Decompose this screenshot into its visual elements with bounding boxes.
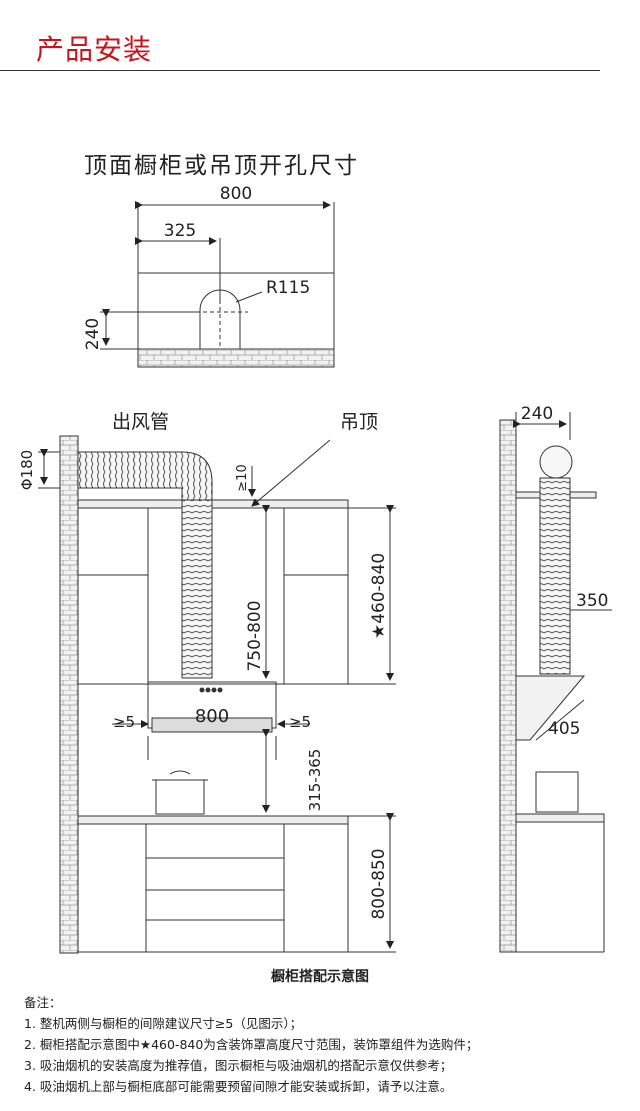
note-item: 2. 橱柜搭配示意图中★460-840为含装饰罩高度尺寸范围，装饰罩组件为选购件… bbox=[24, 1037, 479, 1052]
note-item: 1. 整机两侧与橱柜的间隙建议尺寸≥5（见图示）； bbox=[24, 1016, 303, 1031]
lower-cabinet bbox=[77, 823, 349, 953]
duct-label: 出风管 bbox=[112, 411, 169, 433]
notes-heading: 备注： bbox=[24, 995, 62, 1010]
vertical-duct bbox=[181, 499, 213, 679]
front-cabinet-diagram bbox=[38, 435, 396, 954]
dim-hood-height: 750-800 bbox=[245, 600, 265, 671]
countertop bbox=[77, 815, 349, 825]
dim-cabinet-height: ★460-840 bbox=[369, 553, 389, 639]
header-divider bbox=[0, 70, 600, 71]
side-dim-350: 350 bbox=[576, 591, 608, 611]
horizontal-duct bbox=[77, 451, 213, 501]
dim-offset: 325 bbox=[164, 221, 196, 241]
left-brick-wall bbox=[59, 435, 79, 954]
side-pot bbox=[535, 771, 579, 813]
side-dim-depth: 240 bbox=[521, 404, 553, 424]
dim-side-left: ≥5 bbox=[113, 713, 135, 731]
hood-control-buttons bbox=[199, 687, 223, 693]
dim-hood-width: 800 bbox=[195, 706, 229, 727]
side-countertop bbox=[515, 813, 605, 823]
dim-width: 800 bbox=[220, 184, 252, 204]
side-duct-end bbox=[539, 445, 573, 479]
dim-radius: R115 bbox=[266, 278, 310, 298]
note-item: 3. 吸油烟机的安装高度为推荐值，图示橱柜与吸油烟机的搭配示意仅供参考； bbox=[24, 1058, 453, 1073]
side-vertical-duct bbox=[539, 477, 571, 675]
ceiling-brick-strip bbox=[137, 348, 335, 368]
side-brick-wall bbox=[499, 419, 517, 953]
note-item: 4. 吸油烟机上部与橱柜底部可能需要预留间隙才能安装或拆卸，请予以注意。 bbox=[24, 1079, 453, 1094]
side-view-diagram bbox=[499, 412, 612, 953]
ceiling-board bbox=[77, 499, 349, 509]
upper-cabinet bbox=[77, 507, 349, 685]
dim-duct-diameter: Φ180 bbox=[18, 450, 36, 490]
top-diagram-title: 顶面橱柜或吊顶开孔尺寸 bbox=[84, 153, 359, 179]
section-title: 产品安装 bbox=[36, 33, 153, 66]
dim-install-height: 315-365 bbox=[306, 749, 324, 812]
ceiling-label: 吊顶 bbox=[340, 411, 378, 433]
top-cutout-diagram bbox=[100, 201, 335, 368]
side-dim-405: 405 bbox=[548, 719, 580, 739]
dim-cutout-height: 240 bbox=[83, 318, 103, 350]
diagram-caption: 橱柜搭配示意图 bbox=[271, 969, 369, 985]
range-hood-bottom bbox=[151, 717, 273, 733]
side-hood bbox=[515, 675, 586, 741]
dim-side-right: ≥5 bbox=[289, 713, 311, 731]
notes-section: 备注： 1. 整机两侧与橱柜的间隙建议尺寸≥5（见图示）； 2. 橱柜搭配示意图… bbox=[24, 992, 478, 1097]
cooking-pot bbox=[155, 779, 205, 815]
dim-counter-height: 800-850 bbox=[369, 848, 389, 919]
dim-ceiling-gap: ≥10 bbox=[235, 464, 250, 491]
